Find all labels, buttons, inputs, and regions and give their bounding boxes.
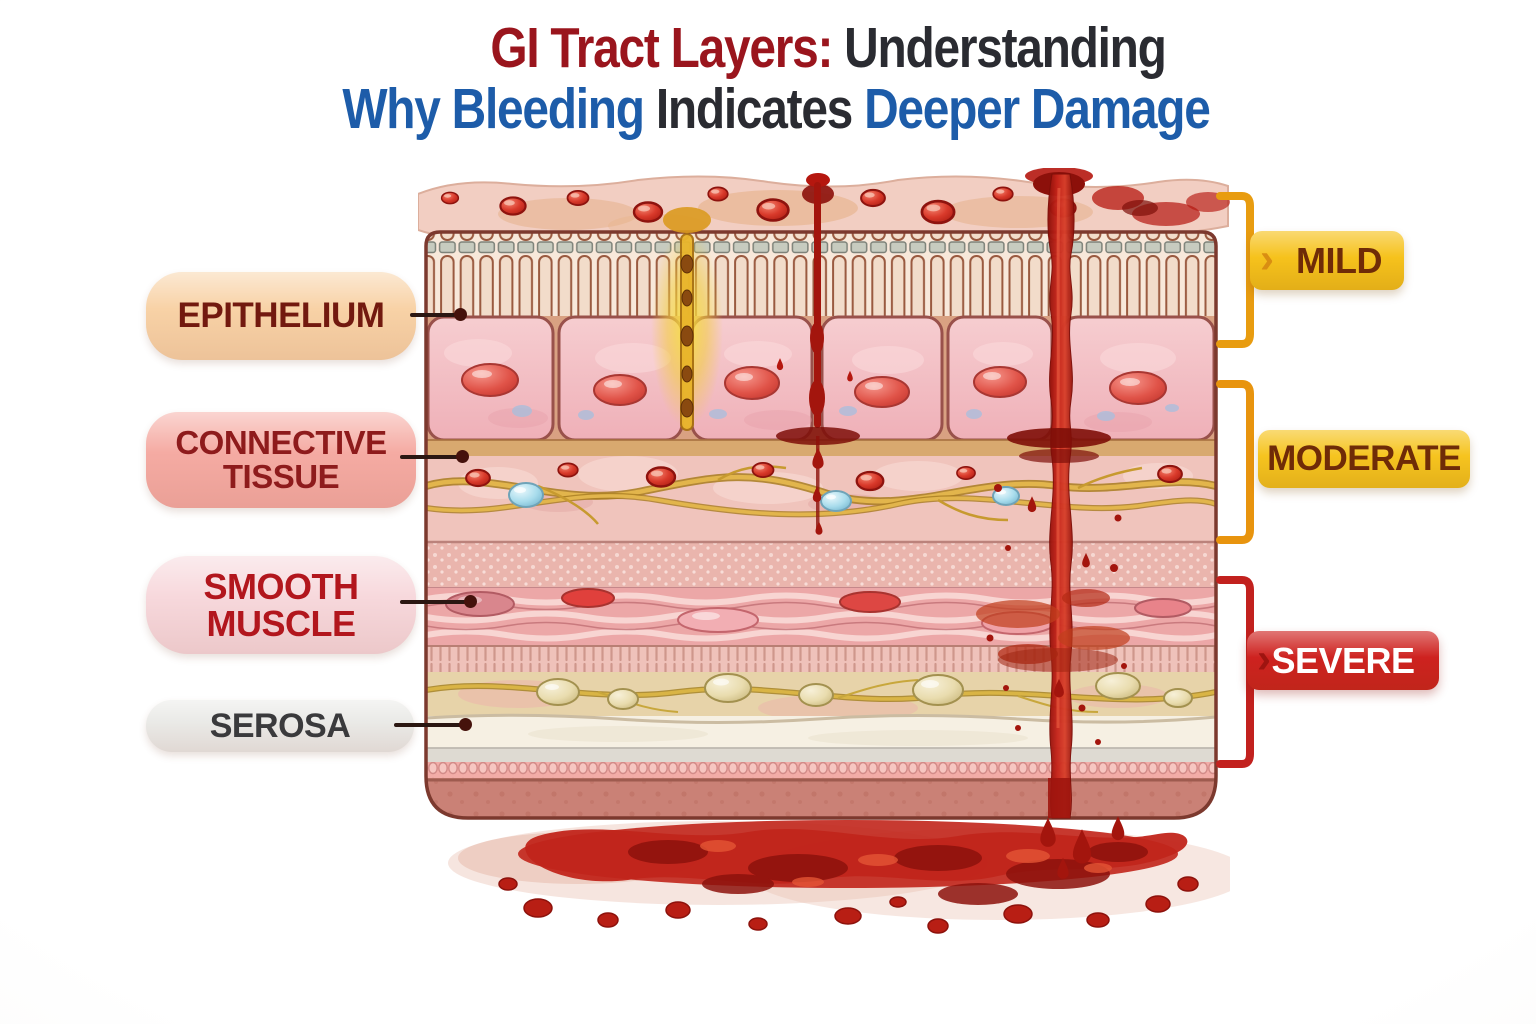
- epithelium-pointer-dot: [454, 308, 467, 321]
- title-line-2: Why Bleeding Indicates Deeper Damage: [131, 79, 1421, 140]
- smooth-muscle-pointer-line: [400, 600, 468, 604]
- serosa-pointer-line: [394, 723, 462, 727]
- connective-pointer-line: [400, 455, 460, 459]
- moderate-bracket: [1216, 380, 1254, 544]
- label-connective-tissue: CONNECTIVE TISSUE: [146, 412, 416, 508]
- title-segment-dark-2: Indicates: [643, 77, 865, 141]
- nerve-plexus-layer-art: [426, 672, 1216, 722]
- title-line-1: GI Tract Layers: Understanding: [183, 18, 1473, 79]
- blood-pool-art: [448, 816, 1230, 934]
- severity-tag-label: MILD: [1296, 239, 1382, 281]
- severity-tag-moderate: MODERATE: [1258, 430, 1470, 488]
- chevron-right-icon: ›: [1257, 633, 1271, 681]
- severity-tag-mild: › MILD: [1250, 231, 1404, 290]
- outer-membrane-art: [426, 762, 1216, 778]
- serosa-pointer-dot: [459, 718, 472, 731]
- tissue-cross-section-illustration: [418, 168, 1230, 938]
- serosa-layer-art: [426, 713, 1216, 762]
- title-segment-blue-2: Deeper Damage: [864, 77, 1211, 141]
- severity-tag-severe: › SEVERE: [1247, 631, 1439, 690]
- title-segment-red: GI Tract Layers:: [490, 16, 833, 80]
- title-segment-blue-1: Why Bleeding: [342, 77, 645, 141]
- cell-organelles-art: [512, 404, 1179, 421]
- tissue-block-outline: [424, 230, 1218, 820]
- connective-pointer-dot: [456, 450, 469, 463]
- epithelium-pointer-line: [410, 313, 460, 317]
- severe-bleeding-art: [976, 168, 1130, 819]
- title-segment-dark: Understanding: [832, 16, 1167, 80]
- label-serosa: SEROSA: [146, 700, 414, 752]
- label-epithelium: EPITHELIUM: [146, 272, 416, 360]
- base-tissue-art: [426, 778, 1216, 818]
- severity-tag-label: MODERATE: [1267, 439, 1461, 478]
- page-title: GI Tract Layers: Understanding Why Bleed…: [0, 18, 1536, 140]
- mild-erosion-art: [651, 207, 723, 431]
- cell-nuclei-art: [461, 363, 1167, 408]
- blue-cells-art: [508, 482, 1020, 512]
- ganglion-cells-art: [536, 672, 1193, 710]
- moderate-bleeding-art: [776, 173, 860, 535]
- label-smooth-muscle: SMOOTH MUSCLE: [146, 556, 416, 654]
- severity-tag-label: SEVERE: [1271, 639, 1415, 681]
- smooth-muscle-pointer-dot: [464, 595, 477, 608]
- submucosa-layer-art: [426, 540, 1216, 589]
- chevron-right-icon: ›: [1260, 233, 1274, 281]
